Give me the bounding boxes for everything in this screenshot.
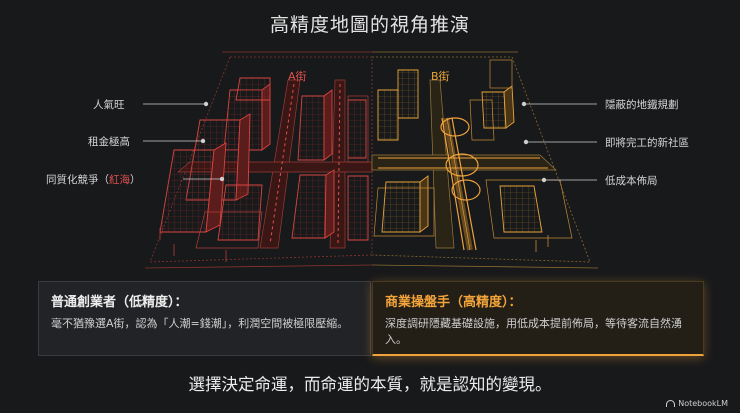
label-red-ocean-text: 同質化競爭（ <box>46 174 109 186</box>
b-street-label: B街 <box>431 70 450 83</box>
card-left-title: 普通創業者（低精度）： <box>51 295 188 310</box>
bottom-conclusion: 選擇決定命運，而命運的本質，就是認知的變現。 <box>188 375 552 394</box>
label-red-ocean-highlight: 紅海 <box>109 174 130 186</box>
a-street-dashes <box>269 83 341 245</box>
a-street-label: A街 <box>288 70 307 83</box>
card-right-body: 深度調研隱藏基礎設施，用低成本提前佈局，等待客流自然湧入。 <box>385 317 682 346</box>
page-title: 高精度地圖的視角推演 <box>269 14 470 36</box>
card-right-title: 商業操盤手（高精度）： <box>385 295 522 310</box>
tunnel-glow <box>446 117 471 251</box>
label-popular: 人氣旺 <box>93 99 125 111</box>
map-perimeter-b <box>371 51 599 269</box>
leader-lines-left <box>143 101 225 182</box>
brand-watermark: NotebookLM <box>666 399 728 408</box>
b-street-roads <box>371 79 557 249</box>
label-new-community: 即將完工的新社區 <box>605 137 689 149</box>
card-left-body: 毫不猶豫選A街，認為「人潮=錢潮」，利潤空間被極限壓縮。 <box>51 317 349 330</box>
card-ordinary-entrepreneur: 普通創業者（低精度）： 毫不猶豫選A街，認為「人潮=錢潮」，利潤空間被極限壓縮。 <box>38 281 371 356</box>
label-hidden-subway: 隱蔽的地鐵規劃 <box>605 99 679 111</box>
label-low-cost: 低成本佈局 <box>605 175 658 187</box>
label-high-rent: 租金極高 <box>88 136 130 148</box>
label-red-ocean: 同質化競爭（紅海） <box>46 172 141 187</box>
leader-lines-right <box>521 101 597 183</box>
notebooklm-logo-icon <box>666 400 676 407</box>
label-red-ocean-suffix: ） <box>130 174 141 186</box>
a-street-buildings <box>159 77 369 241</box>
b-street-buildings <box>377 69 543 233</box>
brand-name: NotebookLM <box>678 399 728 408</box>
card-business-operator: 商業操盤手（高精度）： 深度調研隱藏基礎設施，用低成本提前佈局，等待客流自然湧入… <box>372 281 704 356</box>
